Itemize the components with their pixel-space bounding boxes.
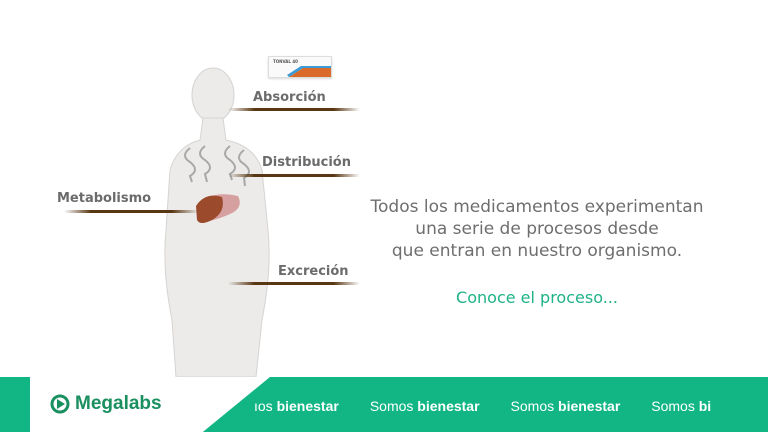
- label-distribucion: Distribución: [262, 155, 351, 170]
- intro-text: Todos los medicamentos experimentan una …: [370, 197, 704, 261]
- megalabs-logo-icon: [50, 394, 70, 414]
- ticker-item: Somos bi: [651, 398, 712, 414]
- leader-line: [64, 210, 199, 213]
- leader-line: [228, 108, 360, 111]
- liver-icon: [196, 194, 240, 223]
- label-absorcion: Absorción: [253, 90, 326, 105]
- label-excrecion: Excreción: [278, 264, 349, 279]
- ticker-item: Somos bienestar: [510, 398, 621, 414]
- ticker-item: ıos bienestar: [254, 398, 339, 414]
- leader-line: [228, 174, 360, 177]
- slogan-ticker: ıos bienestar Somos bienestar Somos bien…: [254, 398, 711, 414]
- ticker-item: Somos bienestar: [369, 398, 480, 414]
- product-box: TONVAL 40: [268, 56, 332, 78]
- label-metabolismo: Metabolismo: [57, 191, 152, 206]
- cta-link[interactable]: Conoce el proceso...: [456, 288, 618, 307]
- megalabs-logo[interactable]: Megalabs: [50, 393, 162, 415]
- flow-arrow: [184, 147, 196, 183]
- leader-line: [228, 282, 360, 285]
